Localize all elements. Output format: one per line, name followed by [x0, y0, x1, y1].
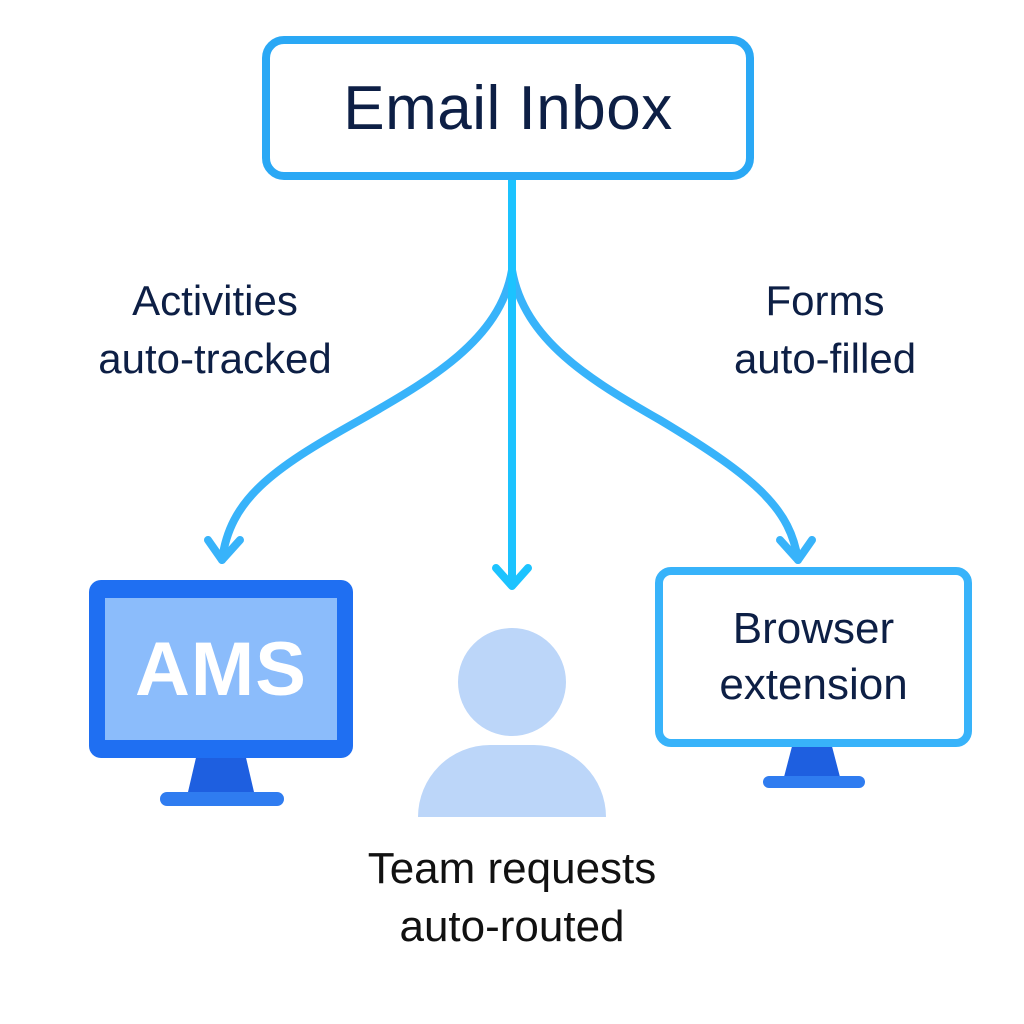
- arrow-to-ams: [218, 266, 516, 564]
- browser-label-line2: extension: [719, 660, 908, 709]
- activities-label: Activities auto-tracked: [60, 272, 370, 388]
- browser-extension-label: Browser extension: [719, 601, 907, 713]
- team-requests-caption: Team requests auto-routed: [320, 840, 704, 956]
- caption-line2: auto-routed: [399, 902, 625, 951]
- browser-monitor-base: [763, 776, 865, 788]
- person-body: [418, 745, 606, 817]
- ams-label: AMS: [135, 626, 307, 712]
- activities-label-line1: Activities: [132, 277, 298, 324]
- arrow-to-browser: [508, 266, 802, 564]
- forms-label-line1: Forms: [765, 277, 885, 324]
- activities-label-line2: auto-tracked: [98, 335, 332, 382]
- arrowhead-browser: [776, 536, 816, 564]
- ams-monitor-frame: AMS: [89, 580, 353, 758]
- email-inbox-box: Email Inbox: [262, 36, 754, 180]
- person-head: [458, 628, 566, 736]
- forms-label: Forms auto-filled: [690, 272, 960, 388]
- browser-monitor-frame: Browser extension: [655, 567, 972, 747]
- arrowhead-ams: [204, 536, 244, 564]
- ams-monitor-stand: [188, 758, 254, 792]
- caption-line1: Team requests: [367, 844, 657, 893]
- ams-monitor-base: [160, 792, 284, 806]
- browser-label-line1: Browser: [732, 604, 895, 653]
- email-inbox-title: Email Inbox: [343, 73, 673, 143]
- ams-monitor-screen: AMS: [105, 598, 337, 740]
- forms-label-line2: auto-filled: [733, 335, 917, 382]
- browser-monitor-stand: [784, 747, 840, 777]
- arrowhead-person: [492, 564, 532, 590]
